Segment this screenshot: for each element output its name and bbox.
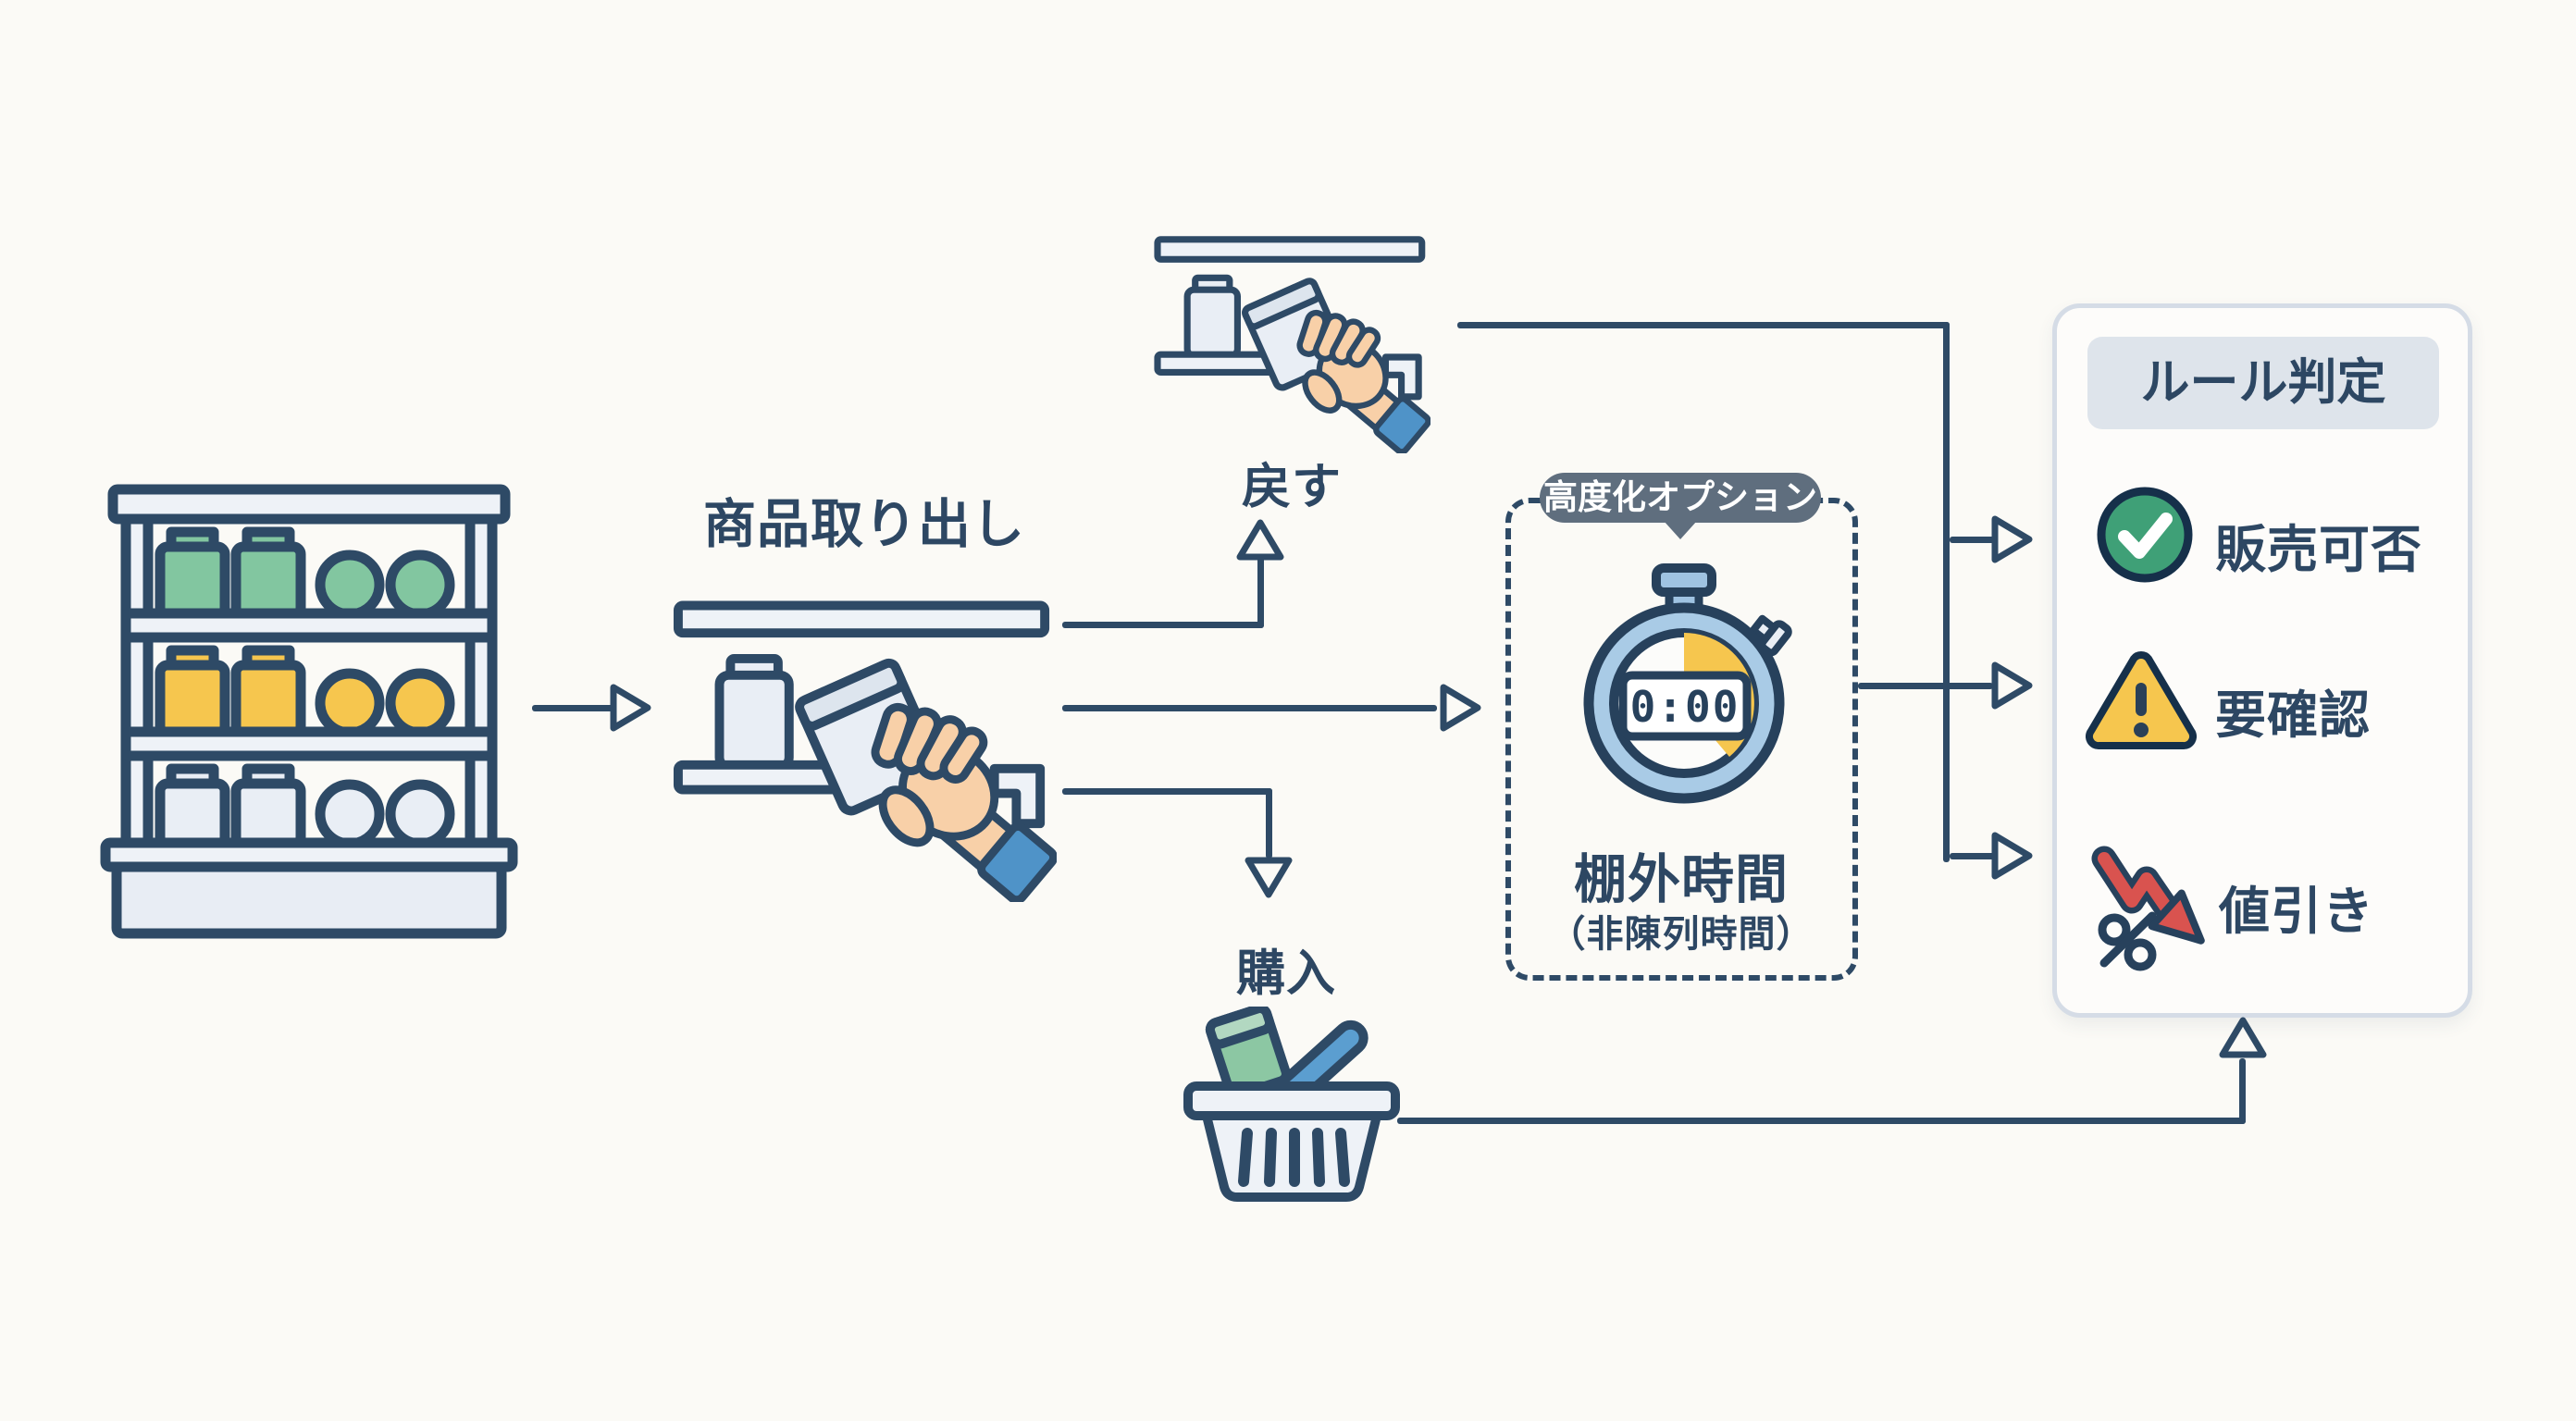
off-shelf-time-label: 棚外時間	[1574, 850, 1789, 909]
arrow-right-icon	[1440, 684, 1481, 732]
arrow-up-icon	[2219, 1017, 2267, 1058]
connector-pickup-to-stopwatch	[1062, 705, 1437, 711]
badge-tail-icon	[1664, 521, 1697, 539]
connector-return-to-rules	[1457, 322, 1950, 328]
advanced-option-badge: 高度化オプション	[1540, 473, 1821, 523]
connector-branch-sellable	[1950, 537, 1996, 543]
warning-triangle-icon	[2086, 644, 2197, 753]
connector-branch-discount	[1950, 853, 1996, 859]
rule-panel-title: ルール判定	[2087, 337, 2439, 429]
needs-check-label: 要確認	[2215, 686, 2372, 744]
arrow-down-icon	[1245, 857, 1293, 898]
arrow-right-icon	[1991, 515, 2033, 563]
connector-shelf-to-pickup	[532, 705, 615, 711]
discount-down-arrow-icon	[2073, 834, 2213, 975]
connector-pickup-to-purchase	[1062, 788, 1272, 795]
connector-purchase-to-rules	[1397, 1118, 2246, 1124]
product-removal-label: 商品取り出し	[703, 495, 1025, 554]
store-shelf-icon	[100, 476, 518, 939]
arrow-up-icon	[1236, 519, 1284, 561]
hand-taking-product-icon	[672, 597, 1057, 902]
discount-label: 値引き	[2219, 883, 2375, 940]
sellable-label: 販売可否	[2215, 521, 2423, 578]
arrow-right-icon	[1991, 832, 2033, 880]
shopping-basket-icon	[1183, 1007, 1401, 1203]
purchase-label: 購入	[1236, 946, 1336, 1001]
off-shelf-time-sub-label: （非陳列時間）	[1548, 914, 1814, 955]
connector-pickup-to-return-riser	[1257, 557, 1264, 628]
connector-stopwatch-to-rules	[1858, 683, 1993, 689]
hand-returning-product-icon	[1153, 233, 1430, 453]
arrow-right-icon	[1991, 661, 2033, 710]
stopwatch-icon	[1571, 562, 1797, 809]
connector-rules-trunk	[1943, 322, 1950, 862]
arrow-right-icon	[610, 684, 651, 732]
connector-pickup-to-purchase-drop	[1266, 788, 1272, 859]
check-circle-icon	[2095, 485, 2195, 585]
return-label: 戻す	[1242, 460, 1342, 514]
connector-pickup-to-return	[1062, 622, 1264, 628]
connector-purchase-to-rules-riser	[2239, 1058, 2246, 1124]
